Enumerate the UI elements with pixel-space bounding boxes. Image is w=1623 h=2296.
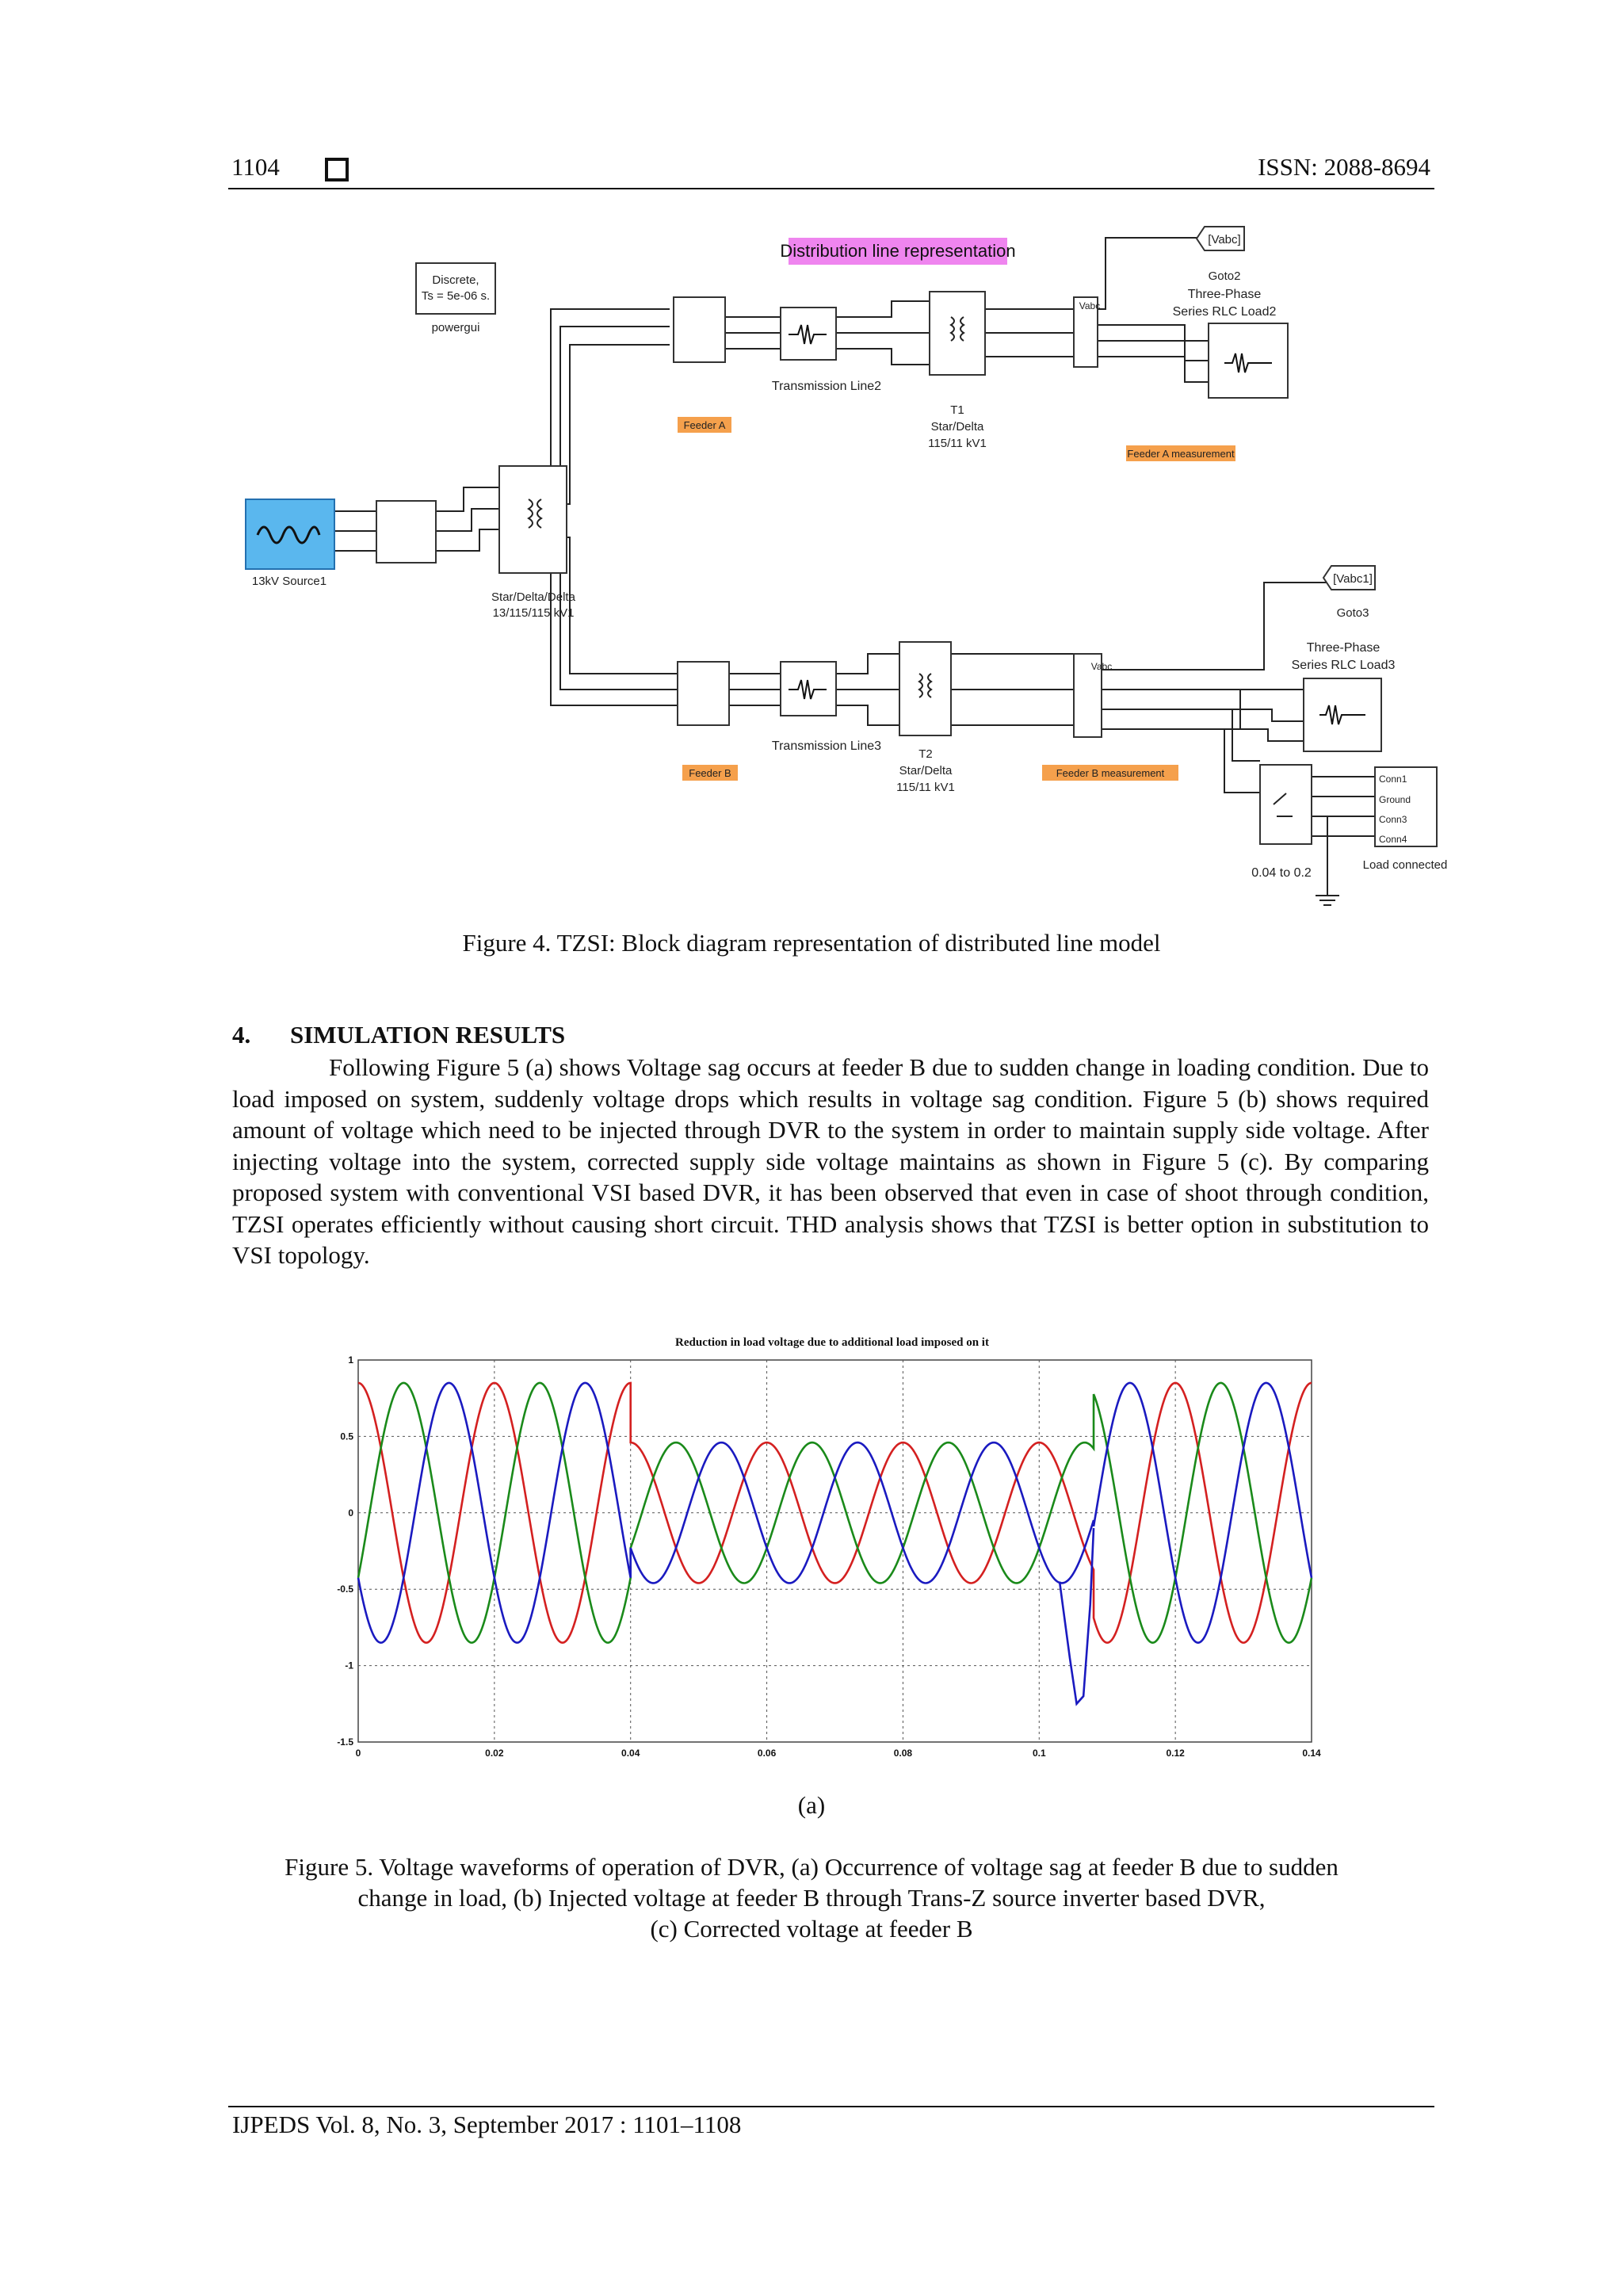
- t1-name: T1: [950, 403, 964, 417]
- y-tick-label: 0.5: [340, 1431, 353, 1442]
- y-tick-label: -0.5: [337, 1584, 353, 1595]
- feeder-b-tag: Feeder B: [689, 767, 731, 779]
- feeder-a-measurement-tag: Feeder A measurement: [1127, 448, 1235, 460]
- figure-5-caption-line2: change in load, (b) Injected voltage at …: [357, 1884, 1266, 1912]
- y-tick-label: -1.5: [337, 1736, 353, 1748]
- feeder-a-measurement-block: [1073, 296, 1098, 368]
- section-number: 4.: [232, 1021, 251, 1049]
- feeder-a-tag: Feeder A: [684, 419, 726, 431]
- feeder-b-tag-bg: [682, 765, 738, 781]
- x-tick-label: 0.14: [1302, 1748, 1321, 1759]
- plot-frame: [357, 1359, 1312, 1743]
- t2-name: T2: [918, 747, 933, 761]
- series-line-1: [357, 1381, 1312, 1644]
- footer-rule: [228, 2106, 1434, 2107]
- diagram-banner: Distribution line representation: [780, 241, 1015, 261]
- load2-line2: Series RLC Load2: [1173, 305, 1277, 319]
- chart-title: Reduction in load voltage due to additio…: [675, 1336, 989, 1349]
- load2-line1: Three-Phase: [1188, 288, 1262, 301]
- x-tick-label: 0.1: [1033, 1748, 1046, 1759]
- transmission-line2-label: Transmission Line2: [772, 380, 881, 393]
- t1-block: [929, 291, 986, 376]
- t1-line2: 115/11 kV1: [928, 437, 987, 450]
- feeder-b-block: [677, 661, 730, 726]
- load-breaker-block: [1259, 764, 1312, 845]
- load2-block: [1208, 323, 1289, 399]
- feeder-b-measurement-block: [1073, 653, 1102, 738]
- goto2-tag: [Vabc]: [1208, 233, 1240, 246]
- body-paragraph: Following Figure 5 (a) shows Voltage sag…: [232, 1052, 1429, 1271]
- transient-line-1: [1058, 1528, 1095, 1706]
- section-heading: SIMULATION RESULTS: [290, 1021, 566, 1049]
- paragraph-text: Following Figure 5 (a) shows Voltage sag…: [232, 1053, 1429, 1269]
- feeder-a-measurement-tag-bg: [1126, 445, 1235, 461]
- conn1-port: Conn1: [1379, 774, 1407, 785]
- load-connected-block: [1374, 766, 1438, 847]
- source-label: 13kV Source1: [252, 575, 327, 588]
- t2-line2: 115/11 kV1: [896, 781, 955, 794]
- figure-5-caption-line1: Figure 5. Voltage waveforms of operation…: [285, 1853, 1338, 1881]
- powergui-label: powergui: [432, 321, 480, 334]
- conn3-port: Conn3: [1379, 814, 1407, 825]
- figure-5-chart: Reduction in load voltage due to additio…: [337, 1336, 1321, 1759]
- figure-5-sublabel: (a): [797, 1791, 826, 1819]
- x-tick-label: 0: [356, 1748, 361, 1759]
- figure-5-caption-line3: (c) Corrected voltage at feeder B: [650, 1915, 973, 1943]
- series-line-3: [357, 1381, 1313, 1644]
- header-rule: [228, 188, 1434, 189]
- feeder-a-block: [673, 296, 726, 363]
- source-breaker-block: [376, 500, 437, 563]
- figure-4-caption: Figure 4. TZSI: Block diagram representa…: [462, 929, 1161, 957]
- sdd-line2: 13/115/115 kV1: [493, 606, 575, 620]
- x-tick-label: 0.02: [485, 1748, 504, 1759]
- issn: ISSN: 2088-8694: [1258, 153, 1430, 181]
- x-tick-label: 0.04: [621, 1748, 640, 1759]
- goto3-name: Goto3: [1337, 606, 1369, 620]
- t2-block: [899, 641, 952, 736]
- section-title: 4. SIMULATION RESULTS: [232, 1021, 565, 1049]
- diagram-banner-bg: [789, 238, 1007, 265]
- feeder-a-vabc: Vabc: [1079, 300, 1100, 311]
- feeder-b-measurement-tag: Feeder B measurement: [1056, 767, 1165, 779]
- sdd-line1: Star/Delta/Delta: [491, 590, 576, 604]
- feeder-a-tag-bg: [678, 417, 731, 433]
- load3-line2: Series RLC Load3: [1292, 659, 1396, 672]
- load3-line1: Three-Phase: [1307, 641, 1381, 655]
- t2-line1: Star/Delta: [899, 764, 953, 777]
- transmission-line3-label: Transmission Line3: [772, 739, 881, 753]
- x-tick-label: 0.06: [758, 1748, 777, 1759]
- sdd-transformer-block: [498, 465, 567, 574]
- goto2-name: Goto2: [1209, 269, 1241, 283]
- powergui-line1: Discrete,: [432, 273, 479, 287]
- feeder-b-measurement-tag-bg: [1042, 765, 1178, 781]
- y-tick-label: -1: [345, 1660, 353, 1671]
- goto3-block: [1322, 565, 1376, 590]
- header-box-icon: [325, 158, 349, 181]
- page-number: 1104: [231, 153, 280, 181]
- breaker-time: 0.04 to 0.2: [1251, 866, 1312, 880]
- load-connected-label: Load connected: [1363, 858, 1448, 872]
- powergui-line2: Ts = 5e-06 s.: [422, 289, 490, 303]
- goto3-tag: [Vabc1]: [1333, 572, 1373, 586]
- powergui-block: [415, 262, 496, 315]
- goto2-block: [1195, 226, 1245, 251]
- y-tick-label: 0: [348, 1507, 353, 1519]
- t1-line1: Star/Delta: [931, 420, 984, 434]
- y-tick-label: 1: [348, 1354, 353, 1366]
- transmission-line2-block: [780, 307, 837, 361]
- feeder-b-vabc: Vabc: [1091, 661, 1112, 672]
- x-tick-label: 0.12: [1166, 1748, 1185, 1759]
- footer-citation: IJPEDS Vol. 8, No. 3, September 2017 : 1…: [232, 2111, 742, 2138]
- ground-icon: [1316, 895, 1339, 906]
- figure-4-diagram: Distribution line representation Discret…: [245, 226, 1448, 906]
- x-tick-label: 0.08: [894, 1748, 913, 1759]
- ground-port: Ground: [1379, 794, 1411, 805]
- conn4-port: Conn4: [1379, 834, 1407, 845]
